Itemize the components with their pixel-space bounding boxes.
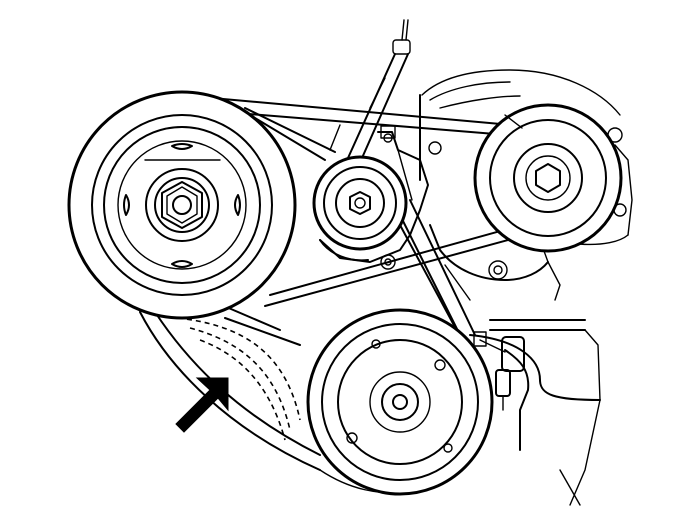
engine-block-outline: [209, 19, 633, 506]
alternate-belt-route: [177, 317, 301, 441]
indicator-arrow: [175, 377, 229, 433]
power-steering-pump-pulley: [473, 103, 623, 253]
ac-compressor-pulley: [306, 308, 494, 496]
frame-line: [559, 469, 581, 506]
belt-tensioner: [312, 155, 408, 262]
crankshaft-pulley: [67, 90, 297, 320]
